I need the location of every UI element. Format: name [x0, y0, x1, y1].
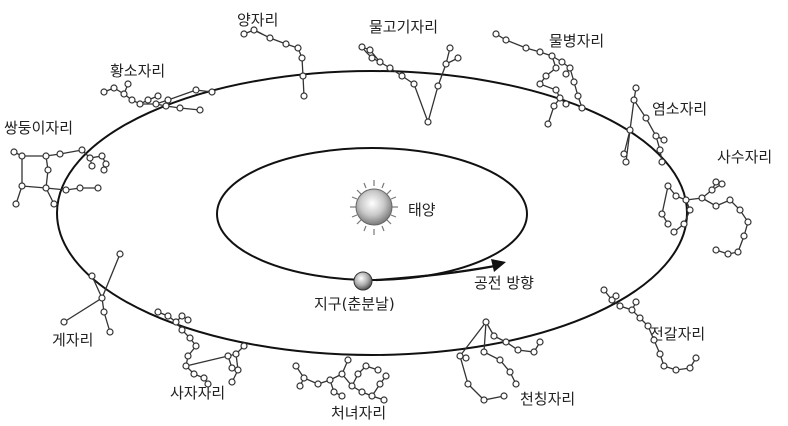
constellation-label-pisces: 물고기자리 [369, 18, 438, 36]
constellation-label-aries: 양자리 [237, 11, 278, 29]
constellation-pisces [359, 44, 461, 125]
orbit-direction-label: 공전 방향 [474, 274, 534, 292]
constellation-label-scorpio: 전갈자리 [650, 325, 705, 343]
constellation-label-aquarius: 물병자리 [549, 32, 604, 50]
sun-label: 태양 [408, 201, 436, 219]
constellation-label-capricorn: 염소자리 [652, 100, 707, 118]
constellation-sagittarius [659, 179, 751, 257]
constellation-cancer [61, 251, 123, 335]
constellation-label-virgo: 처녀자리 [331, 404, 386, 422]
constellation-label-cancer: 게자리 [52, 331, 93, 349]
earth-icon [354, 272, 372, 290]
constellation-virgo [293, 357, 389, 403]
sun-icon [350, 180, 398, 235]
constellation-gemini [11, 147, 109, 207]
constellation-label-taurus: 황소자리 [110, 62, 165, 80]
constellation-aries [241, 27, 307, 99]
constellation-label-leo: 사자자리 [170, 384, 225, 402]
constellation-label-gemini: 쌍둥이자리 [4, 119, 73, 137]
constellation-label-libra: 천칭자리 [520, 390, 575, 408]
earth-label: 지구(춘분날) [314, 295, 395, 313]
constellation-label-sagittarius: 사수자리 [717, 148, 772, 166]
constellation-capricorn [621, 85, 667, 165]
